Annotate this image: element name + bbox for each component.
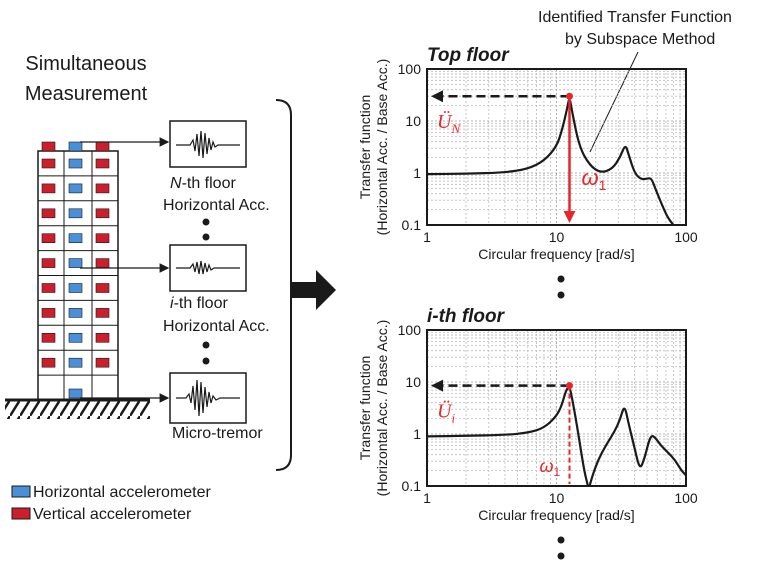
chart-title: i-th floor [427, 306, 506, 327]
chart-title: Top floor [427, 45, 510, 66]
horizontal-sensor [68, 332, 83, 343]
y-tick-label: 0.1 [402, 217, 422, 233]
peak-arrowhead [431, 379, 443, 392]
annotation-line1: Identified Transfer Function [538, 9, 732, 26]
vertical-sensor [95, 233, 110, 243]
horizontal-sensor [68, 233, 83, 243]
ellipsis-dot [557, 552, 565, 560]
legend-swatch-horizontal [11, 485, 31, 498]
sensor-box-base [80, 372, 247, 424]
ellipsis-dot [202, 357, 210, 365]
ellipsis-dot [202, 233, 210, 241]
vertical-sensor [41, 208, 56, 219]
y-tick-label: 10 [405, 113, 421, 129]
plot-frame [426, 329, 687, 487]
flow-arrow [290, 270, 336, 310]
vertical-sensor [41, 183, 56, 194]
vertical-sensor [41, 158, 56, 169]
sensor-box-top [80, 120, 247, 168]
vertical-sensor [95, 158, 110, 169]
y-tick-label: 0.1 [402, 478, 422, 494]
sensor3-label: Micro-tremor [172, 425, 263, 442]
y-tick-label: 1 [413, 165, 421, 181]
x-tick-label: 1 [423, 490, 431, 506]
vertical-sensor [41, 283, 56, 293]
y-axis-label-line2: (Horizontal Acc. / Base Acc.) [374, 320, 390, 497]
title-line1: Simultaneous [25, 53, 146, 75]
annotation-line2: by Subspace Method [565, 31, 715, 48]
y-tick-label: 10 [405, 374, 421, 390]
transfer-function-curve [427, 386, 590, 486]
vertical-sensor [95, 183, 110, 194]
vertical-sensor [95, 208, 110, 219]
ellipsis-dot [202, 218, 210, 226]
peak-arrowhead [431, 90, 443, 103]
x-tick-label: 1 [423, 229, 431, 245]
sensor1-label-acc: Horizontal Acc. [163, 197, 270, 214]
y-axis-label-line1: Transfer function [357, 356, 373, 461]
mode-label: ω1 [539, 456, 560, 479]
y-axis-label-line2: (Horizontal Acc. / Base Acc.) [374, 59, 390, 236]
building [37, 141, 119, 401]
horizontal-sensor [68, 258, 83, 268]
horizontal-sensor [68, 308, 83, 318]
mode-arrowhead [563, 211, 576, 223]
y-tick-label: 100 [398, 322, 422, 338]
x-tick-label: 100 [674, 229, 698, 245]
sensor1-label-floor: N-th floor [170, 175, 236, 192]
horizontal-sensor [68, 357, 83, 368]
vertical-sensor [41, 308, 56, 318]
vertical-sensor [95, 308, 110, 318]
ellipsis-dot [557, 291, 565, 299]
ellipsis-dot [557, 536, 565, 544]
title-line2: Measurement [25, 83, 148, 105]
vertical-sensor [41, 258, 56, 268]
y-axis-label-line1: Transfer function [357, 95, 373, 200]
peak-accel-label: Üi [437, 400, 455, 426]
x-axis-label: Circular frequency [rad/s] [478, 507, 634, 523]
ellipsis-dot [557, 275, 565, 283]
y-tick-label: 1 [413, 426, 421, 442]
x-tick-label: 10 [549, 490, 565, 506]
mode-label: ω1 [581, 165, 606, 193]
vertical-sensor [95, 283, 110, 293]
vertical-sensor [41, 141, 56, 152]
horizontal-sensor [68, 388, 83, 399]
legend-swatch-vertical [11, 507, 31, 520]
sensor2-label-floor: i-th floor [170, 295, 228, 312]
x-tick-label: 10 [549, 229, 565, 245]
annotation-leader [589, 51, 639, 153]
peak-accel-label: ÜN [437, 110, 461, 136]
vertical-sensor [95, 141, 110, 152]
vertical-sensor [95, 332, 110, 343]
horizontal-sensor [68, 158, 83, 169]
sensor2-label-acc: Horizontal Acc. [163, 318, 270, 335]
ellipsis-dot [202, 341, 210, 349]
bracket [275, 99, 292, 471]
vertical-sensor [41, 357, 56, 368]
transfer-function-curve [588, 407, 686, 486]
horizontal-sensor [68, 183, 83, 194]
legend: Horizontal accelerometer Vertical accele… [11, 484, 212, 523]
vertical-sensor [95, 258, 110, 268]
legend-label-vertical: Vertical accelerometer [33, 506, 192, 523]
vertical-sensor [95, 357, 110, 368]
sensor-box-middle [80, 244, 247, 292]
horizontal-sensor [68, 208, 83, 219]
vertical-sensor [41, 233, 56, 243]
transfer-function-curve [427, 98, 675, 225]
plot-frame [426, 68, 687, 226]
y-tick-label: 100 [398, 61, 422, 77]
vertical-sensor [41, 332, 56, 343]
horizontal-sensor [68, 141, 83, 152]
legend-label-horizontal: Horizontal accelerometer [33, 484, 212, 501]
ground [5, 398, 150, 419]
x-axis-label: Circular frequency [rad/s] [478, 246, 634, 262]
x-tick-label: 100 [674, 490, 698, 506]
horizontal-sensor [68, 283, 83, 293]
